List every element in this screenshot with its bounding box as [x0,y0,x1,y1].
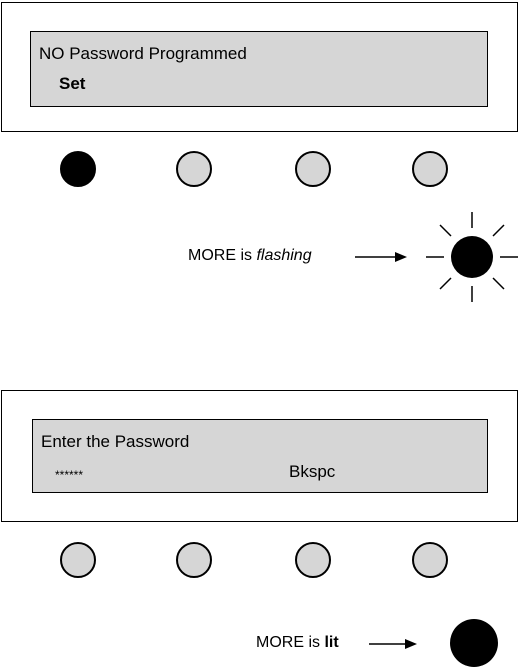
softkey-button-4[interactable] [412,151,448,187]
flashing-sun-icon [426,212,518,302]
arrow-icon [369,639,417,649]
softkey-button-2[interactable] [176,151,212,187]
device-panel-enter-password: Enter the Password ****** Bkspc [1,390,518,522]
softkey-button-3[interactable] [295,151,331,187]
lcd-softkey-set: Set [59,74,86,93]
lcd-line-1: NO Password Programmed [39,44,247,63]
caption-state: lit [324,634,339,651]
caption-state: flashing [256,247,312,264]
device-panel-no-password: NO Password Programmed Set [1,2,518,132]
softkey-button-4[interactable] [412,542,448,578]
lcd-display: NO Password Programmed Set [30,31,488,107]
more-lit-caption: MORE is lit [256,634,339,652]
softkey-button-1[interactable] [60,542,96,578]
lcd-line-1: Enter the Password [41,432,190,451]
lit-dot-icon [450,619,498,667]
password-mask: ****** [55,468,84,482]
caption-prefix: MORE is [256,634,325,651]
lcd-softkey-bkspc: Bkspc [289,462,336,481]
softkey-button-2[interactable] [176,542,212,578]
more-flashing-caption: MORE is flashing [188,247,312,265]
arrow-icon [355,252,407,262]
softkey-button-3[interactable] [295,542,331,578]
lcd-display: Enter the Password ****** Bkspc [32,419,488,493]
caption-prefix: MORE is [188,247,257,264]
softkey-button-1[interactable] [60,151,96,187]
